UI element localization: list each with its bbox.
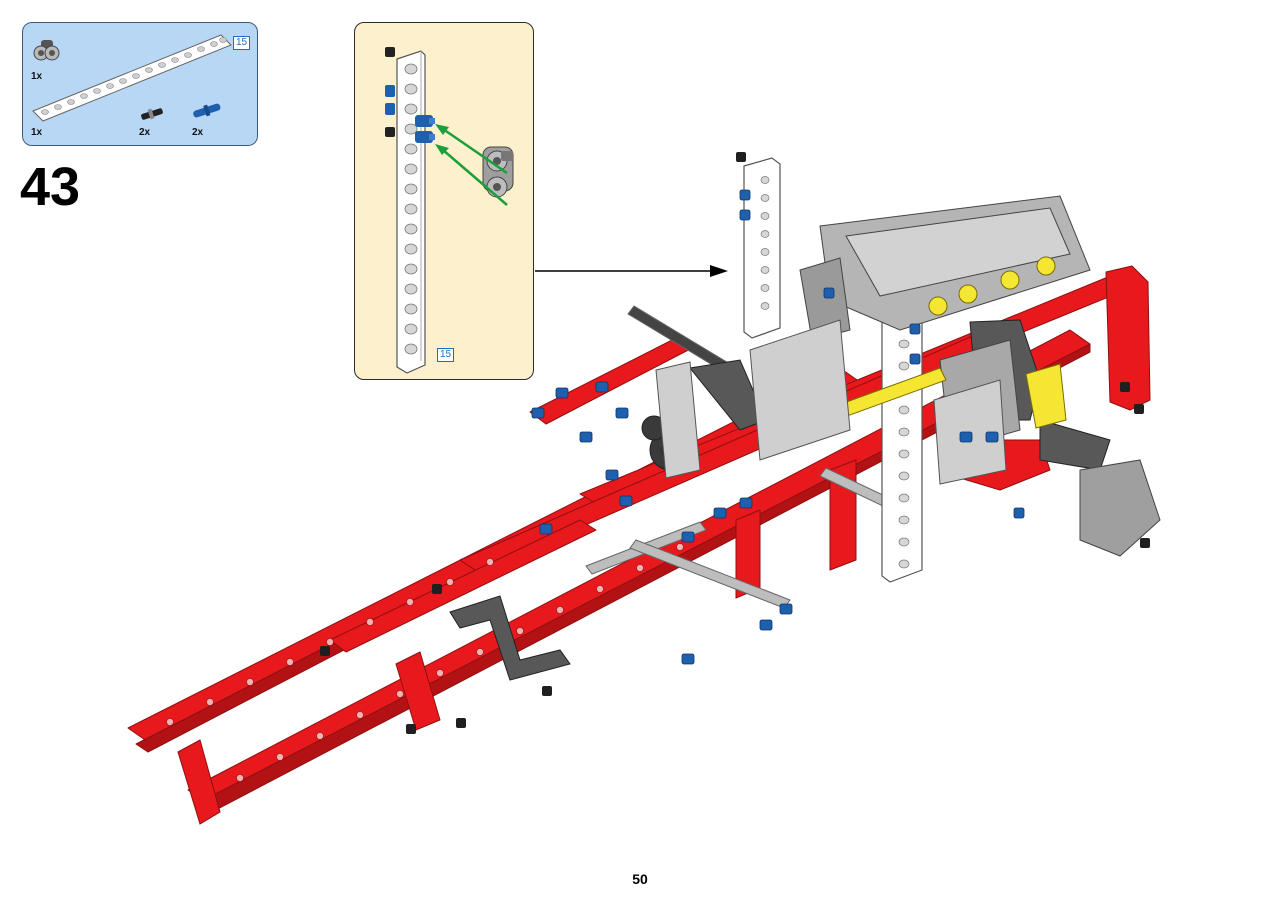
beam-length-tag: 15 (233, 36, 251, 50)
qty-beam-15: 1x (31, 127, 43, 138)
callout-pointer-arrow (535, 265, 728, 277)
callout-illustration (385, 47, 514, 374)
vertical-white-beams (743, 157, 923, 583)
callout-pins-icon (385, 47, 435, 143)
qty-black-pin: 2x (139, 127, 151, 138)
parts-list-box: 1x 1x 2x 2x 15 (22, 22, 258, 146)
qty-blue-pin: 2x (192, 127, 204, 138)
engine-block (799, 195, 1161, 557)
beam-15-icon (32, 34, 232, 122)
vertical-beam-holes (760, 176, 910, 569)
chassis-frame (127, 265, 1151, 815)
page-number: 50 (632, 871, 648, 887)
callout-length-tag: 15 (437, 348, 455, 362)
pin-joiner-icon (33, 40, 60, 61)
callout-box: 15 (354, 22, 534, 380)
step-number: 43 (20, 157, 81, 217)
gears (641, 415, 691, 471)
transmission-frames (655, 319, 1007, 485)
engine-pistons (928, 256, 1056, 316)
blue-pins (531, 189, 1025, 665)
parts-list-illustrations (32, 34, 232, 122)
cross-members (177, 459, 857, 825)
callout-beam-icon (396, 50, 426, 374)
blue-pin-icon (193, 103, 221, 118)
dark-links (449, 319, 1111, 681)
black-pin-icon (141, 108, 163, 120)
rail-holes (166, 543, 684, 782)
callout-joiner-icon (482, 146, 514, 198)
drive-shaft (785, 363, 1067, 437)
qty-pin-joiner: 1x (31, 71, 43, 82)
assembly-arrows-icon (435, 124, 508, 206)
axles (585, 305, 911, 609)
